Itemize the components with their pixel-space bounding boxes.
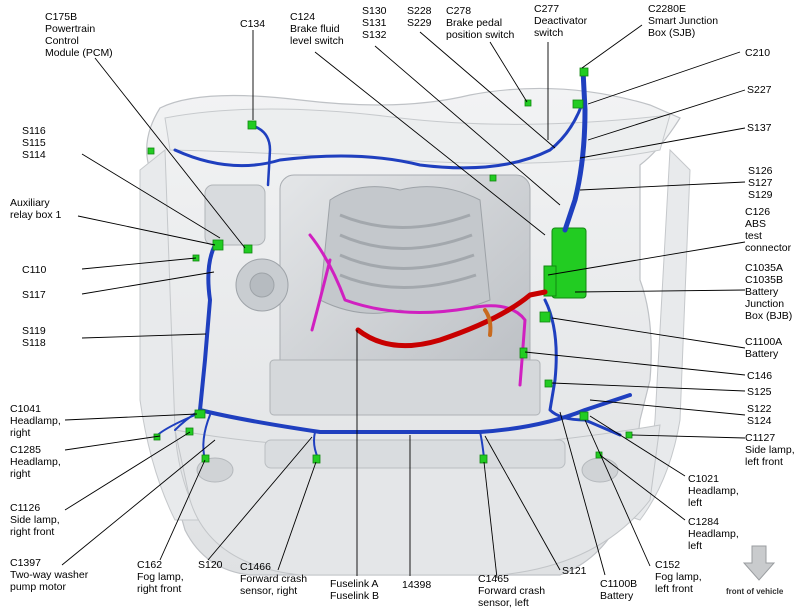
- grille: [264, 439, 566, 469]
- label-c1397: C1397 Two-way washer pump motor: [10, 557, 91, 593]
- cowl-panel: [164, 108, 671, 164]
- label-c1100a: C1100A Battery: [745, 336, 785, 360]
- label-c175b: C175B Powertrain Control Module (PCM): [45, 11, 113, 59]
- label-c1284: C1284 Headlamp, left: [688, 516, 742, 552]
- label-s122: S122 S124: [747, 403, 774, 427]
- label-s117: S117: [22, 289, 46, 301]
- label-c134: C134: [240, 18, 265, 30]
- left-fog-lamp: [581, 457, 619, 483]
- label-c1126: C1126 Side lamp, right front: [10, 502, 63, 538]
- front-of-vehicle-label: front of vehicle: [726, 587, 784, 596]
- wiring-harnesses: [154, 67, 632, 461]
- label-c1100b: C1100B Battery: [600, 578, 640, 602]
- radiator: [269, 359, 541, 416]
- connectors: [147, 67, 633, 464]
- battery-junction-box: [543, 227, 587, 299]
- label-c124: C124 Brake fluid level switch: [290, 11, 344, 47]
- main-harness-right: [198, 243, 632, 434]
- label-c277: C277 Deactivator switch: [534, 3, 590, 39]
- label-fuselink: Fuselink A Fuselink B: [330, 578, 381, 602]
- label-aux: Auxiliary relay box 1: [10, 197, 62, 221]
- label-s130: S130 S131 S132: [362, 5, 389, 41]
- label-s228: S228 S229: [407, 5, 434, 29]
- label-c126: C126 ABS test connector: [745, 206, 792, 254]
- battery-cable: [355, 289, 548, 349]
- callout-labels: C175B Powertrain Control Module (PCM) C1…: [10, 3, 798, 609]
- air-box: [204, 184, 266, 246]
- label-c1021: C1021 Headlamp, left: [688, 473, 742, 509]
- label-s227: S227: [747, 84, 772, 96]
- intake-manifold: [319, 186, 491, 314]
- engine: [204, 174, 541, 416]
- label-c210: C210: [745, 47, 770, 59]
- label-c1035: C1035A C1035B Battery Junction Box (BJB): [745, 262, 792, 322]
- label-c1041: C1041 Headlamp, right: [10, 403, 64, 439]
- label-s120: S120: [198, 559, 223, 571]
- label-c1127: C1127 Side lamp, left front: [745, 432, 798, 468]
- leader-lines: [61, 24, 746, 579]
- right-fog-lamp: [196, 457, 234, 483]
- label-c152: C152 Fog lamp, left front: [655, 559, 705, 595]
- label-c146: C146: [747, 370, 772, 382]
- label-s119: S119 S118: [22, 325, 49, 349]
- label-c1465: C1465 Forward crash sensor, left: [478, 573, 548, 609]
- label-c110: C110: [22, 264, 46, 276]
- label-s125: S125: [747, 386, 772, 398]
- label-c1466: C1466 Forward crash sensor, right: [240, 561, 310, 597]
- label-c2280e: C2280E Smart Junction Box (SJB): [648, 3, 721, 39]
- label-s116: S116 S115 S114: [22, 125, 49, 161]
- label-s121: S121: [562, 565, 587, 577]
- label-c278: C278 Brake pedal position switch: [446, 5, 514, 41]
- cowl-harness: [173, 93, 587, 170]
- label-c162: C162 Fog lamp, right front: [137, 559, 187, 595]
- label-14398: 14398: [402, 579, 431, 591]
- down-arrow-icon: [742, 545, 776, 581]
- left-harness: [543, 298, 622, 437]
- label-s137: S137: [747, 122, 772, 134]
- label-s126: S126 S127 S129: [748, 165, 775, 201]
- front-of-vehicle-indicator: front of vehicle: [726, 545, 784, 596]
- label-c1285: C1285 Headlamp, right: [10, 444, 64, 480]
- ground-cable: [483, 308, 493, 337]
